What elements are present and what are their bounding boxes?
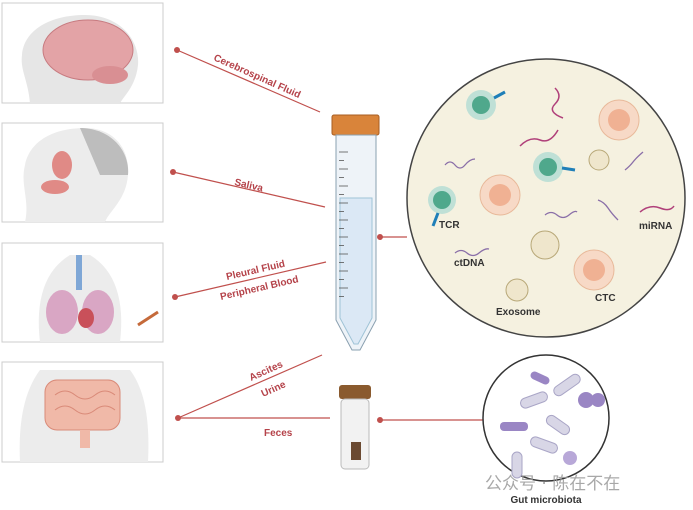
label-gut-microbiota: Gut microbiota (510, 495, 582, 506)
ctc-cell-icon (573, 249, 615, 291)
label-ctc: CTC (595, 293, 616, 304)
t-cell-icon (428, 186, 456, 227)
panel-head-brain (1, 2, 164, 104)
exosome-icon (505, 149, 610, 302)
panel-face-salivary (1, 122, 164, 223)
connector-lines (172, 49, 483, 421)
t-cell-icon (466, 90, 506, 120)
t-cell-icon (533, 152, 576, 182)
label-exosome: Exosome (496, 307, 541, 318)
label-mirna: miRNA (639, 221, 672, 232)
mirna-icon (519, 87, 675, 213)
connector-dots (170, 47, 383, 423)
syringe-icon (137, 310, 159, 327)
label-tcr: TCR (439, 220, 460, 231)
label-feces: Feces (264, 428, 293, 439)
biomarker-circle: TCR miRNA ctDNA Exosome CTC (406, 58, 686, 338)
label-urine: Urine (260, 379, 288, 400)
label-saliva: Saliva (233, 177, 264, 194)
watermark: 公众号 · 陈在不在 (485, 474, 620, 494)
ctc-cell-icon (598, 99, 640, 141)
conical-tube-icon (331, 114, 380, 351)
panel-torso-lungs (1, 242, 164, 343)
label-ctdna: ctDNA (454, 258, 485, 269)
label-cerebrospinal-fluid: Cerebrospinal Fluid (212, 53, 302, 101)
panel-abdomen-intestines (1, 361, 164, 463)
ctdna-icon (444, 151, 644, 257)
gut-microbiota-circle (482, 354, 610, 482)
stool-tube-icon (339, 385, 371, 470)
ctc-cell-icon (479, 174, 521, 216)
